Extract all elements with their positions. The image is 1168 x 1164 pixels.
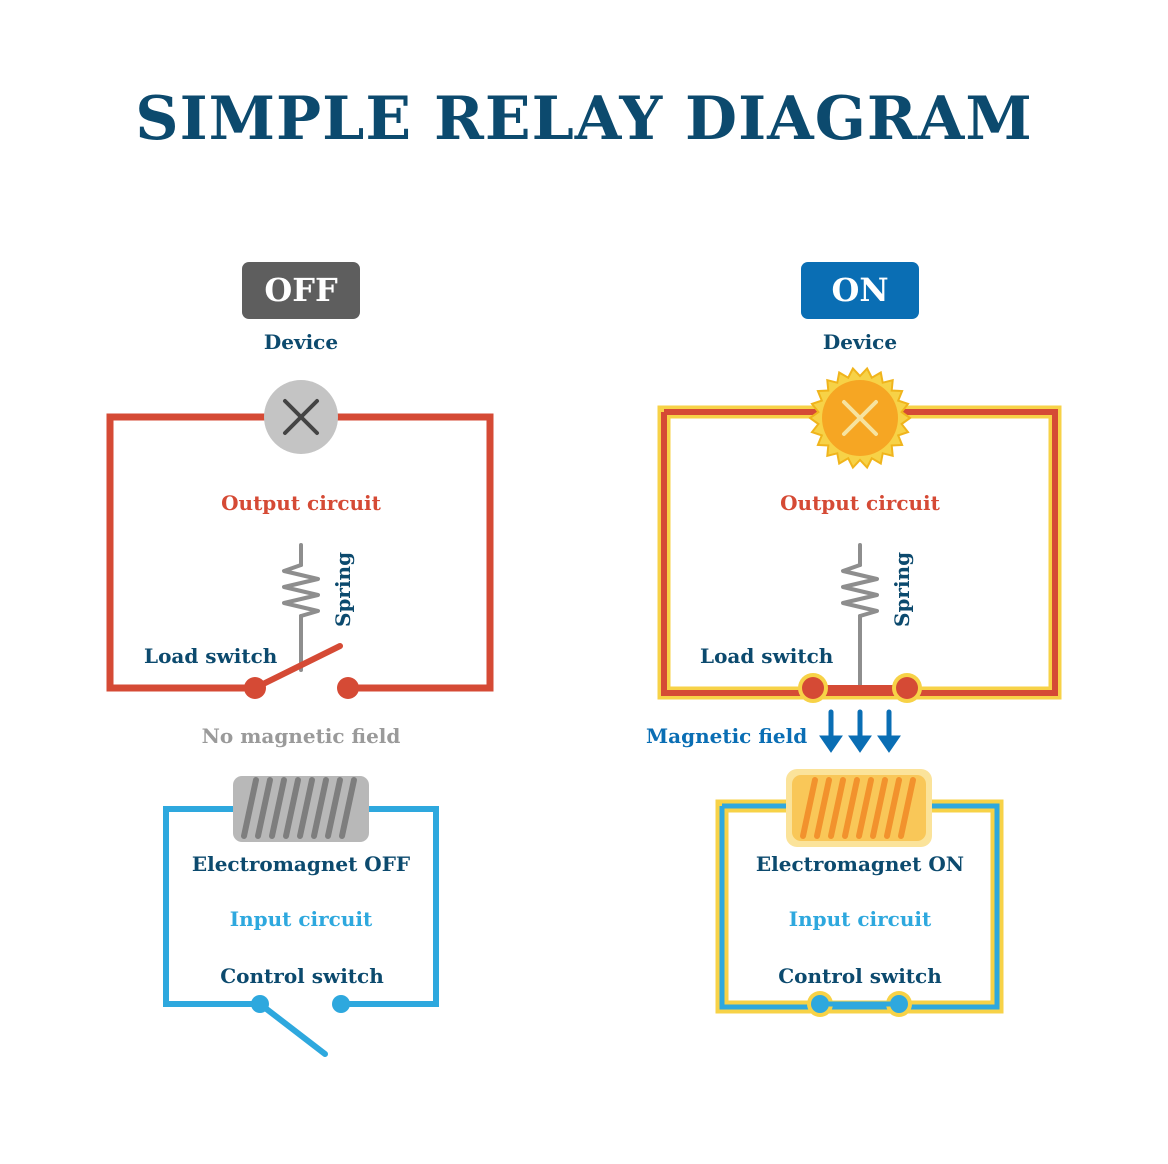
- off-badge: OFF: [242, 262, 360, 319]
- on-badge: ON: [801, 262, 919, 319]
- off-load-contact-left: [244, 677, 266, 699]
- on-control-switch-label: Control switch: [778, 964, 942, 988]
- off-device-icon: [264, 380, 338, 454]
- on-field-label: Magnetic field: [646, 724, 808, 748]
- on-device-label: Device: [822, 330, 898, 354]
- off-load-contact-right: [337, 677, 359, 699]
- on-control-contact-right: [890, 995, 908, 1013]
- off-state-diagram: [106, 380, 494, 1057]
- off-spring-label: Spring: [331, 551, 355, 627]
- on-control-contact-left: [811, 995, 829, 1013]
- on-spring-icon: [841, 543, 879, 690]
- on-electromagnet-icon: [786, 769, 932, 847]
- off-electromagnet-label: Electromagnet OFF: [191, 852, 411, 876]
- off-input-circuit-label: Input circuit: [229, 907, 373, 931]
- off-control-switch-lever: [257, 1001, 328, 1057]
- off-load-switch-label: Load switch: [144, 644, 278, 668]
- on-output-circuit-label: Output circuit: [780, 491, 940, 515]
- on-spring-label: Spring: [890, 551, 914, 627]
- on-load-switch-label: Load switch: [700, 644, 834, 668]
- off-electromagnet-icon: [233, 776, 369, 842]
- page-title: SIMPLE RELAY DIAGRAM: [135, 84, 1033, 154]
- off-output-circuit-label: Output circuit: [221, 491, 381, 515]
- on-load-contact-left: [802, 677, 824, 699]
- off-control-contact-right: [332, 995, 350, 1013]
- off-device-label: Device: [263, 330, 339, 354]
- off-field-label: No magnetic field: [201, 724, 401, 748]
- magnetic-field-arrows-icon: [819, 709, 901, 753]
- on-state-diagram: [657, 366, 1062, 1017]
- off-spring-icon: [282, 543, 320, 672]
- on-load-contact-right: [896, 677, 918, 699]
- off-load-switch-lever: [252, 643, 343, 691]
- off-control-contact-left: [251, 995, 269, 1013]
- on-device-icon: [808, 366, 912, 470]
- off-control-switch-label: Control switch: [220, 964, 384, 988]
- on-input-circuit-label: Input circuit: [788, 907, 932, 931]
- on-output-wire: [661, 409, 1058, 696]
- on-electromagnet-label: Electromagnet ON: [755, 852, 965, 876]
